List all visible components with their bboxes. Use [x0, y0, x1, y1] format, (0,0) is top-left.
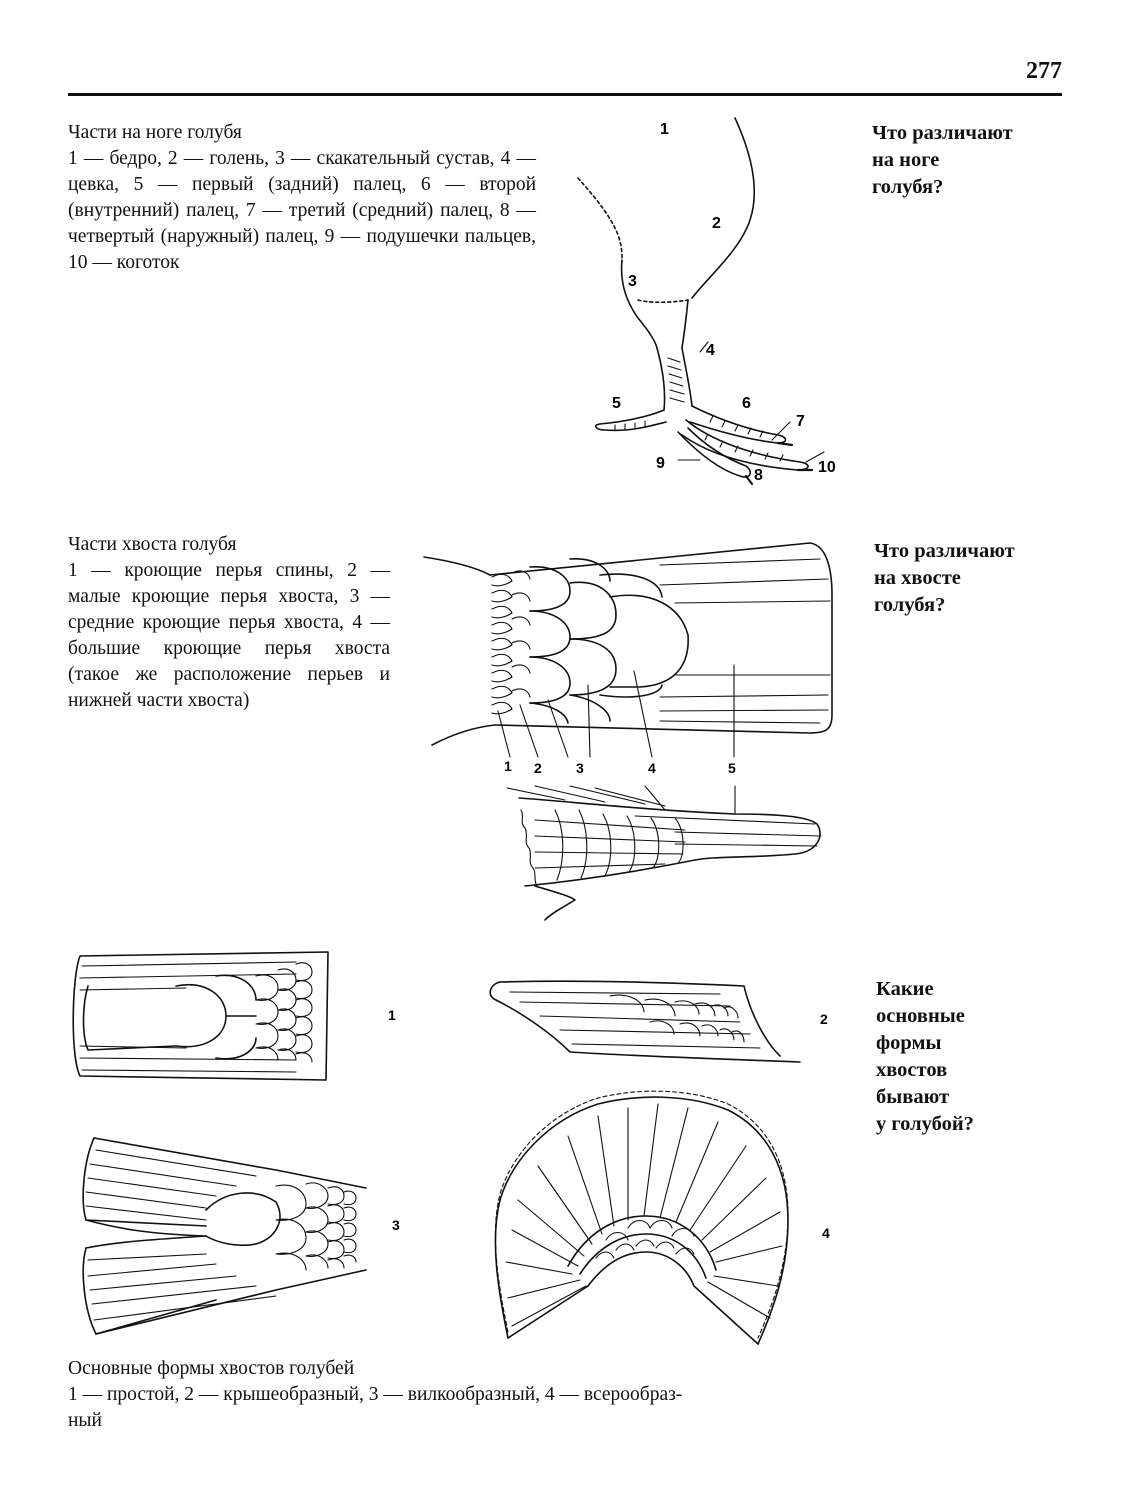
leg-label: 4 — [706, 342, 715, 359]
tail-side-view-figure — [506, 785, 822, 921]
tail-caption: Части хвоста голубя 1 — кроющие перья сп… — [68, 532, 390, 714]
tail-label: 5 — [728, 760, 736, 776]
leg-question: Что различают на ноге голубя? — [872, 120, 1072, 201]
tail-label: 4 — [648, 760, 656, 776]
forms-question-line: Какие — [876, 978, 934, 1000]
tail-parts-figure: 1 2 3 4 5 — [423, 542, 833, 776]
pigeon-leg-figure: 1 2 3 4 5 6 7 8 9 10 — [577, 117, 836, 486]
leg-label: 7 — [796, 413, 805, 430]
tail-label: 1 — [504, 758, 512, 774]
leg-caption-body: 1 — бедро, 2 — голень, 3 — скакательный … — [68, 148, 536, 273]
tail-form-fan-figure: 4 — [494, 1090, 830, 1345]
forms-caption-title: Основные формы хвостов голубей — [68, 1358, 355, 1379]
leg-label: 10 — [818, 459, 836, 476]
forms-question: Какие основные формы хвостов бывают у го… — [876, 976, 1076, 1138]
tail-question-line: голубя? — [874, 594, 946, 616]
tail-form-label: 1 — [388, 1007, 396, 1023]
tail-caption-title: Части хвоста голубя — [68, 534, 237, 555]
leg-label: 6 — [742, 395, 751, 412]
tail-label: 2 — [534, 760, 542, 776]
tail-form-forked-figure: 3 — [82, 1137, 400, 1335]
leg-label: 3 — [628, 273, 637, 290]
page-number: 277 — [1026, 58, 1062, 84]
tail-question-line: на хвосте — [874, 567, 961, 589]
leg-question-line: голубя? — [872, 176, 944, 198]
leg-label: 2 — [712, 215, 721, 232]
forms-question-line: у голубой? — [876, 1113, 974, 1135]
forms-question-line: бывают — [876, 1086, 950, 1108]
forms-question-line: хвостов — [876, 1059, 948, 1081]
header-rule — [68, 93, 1062, 96]
tail-form-simple-figure: 1 — [72, 951, 396, 1081]
tail-form-label: 2 — [820, 1011, 828, 1027]
leg-label: 1 — [660, 121, 669, 138]
leg-label: 8 — [754, 467, 763, 484]
tail-question: Что различают на хвосте голубя? — [874, 538, 1074, 619]
leg-caption: Части на ноге голубя 1 — бедро, 2 — голе… — [68, 120, 536, 276]
forms-question-line: основные — [876, 1005, 965, 1027]
forms-caption: Основные формы хвостов голубей 1 — прост… — [68, 1356, 848, 1434]
tail-form-roof-figure: 2 — [489, 980, 828, 1063]
forms-caption-line: 1 — простой, 2 — крышеобразный, 3 — вилк… — [68, 1384, 683, 1405]
leg-label: 9 — [656, 455, 665, 472]
leg-caption-title: Части на ноге голубя — [68, 122, 242, 143]
leg-question-line: Что различают — [872, 122, 1013, 144]
forms-question-line: формы — [876, 1032, 942, 1054]
tail-question-line: Что различают — [874, 540, 1015, 562]
leg-label: 5 — [612, 395, 621, 412]
tail-label: 3 — [576, 760, 584, 776]
forms-caption-line: ный — [68, 1410, 102, 1431]
leg-question-line: на ноге — [872, 149, 940, 171]
tail-form-label: 4 — [822, 1225, 830, 1241]
tail-form-label: 3 — [392, 1217, 400, 1233]
tail-caption-body: 1 — кроющие перья спины, 2 — малые кроющ… — [68, 560, 390, 711]
